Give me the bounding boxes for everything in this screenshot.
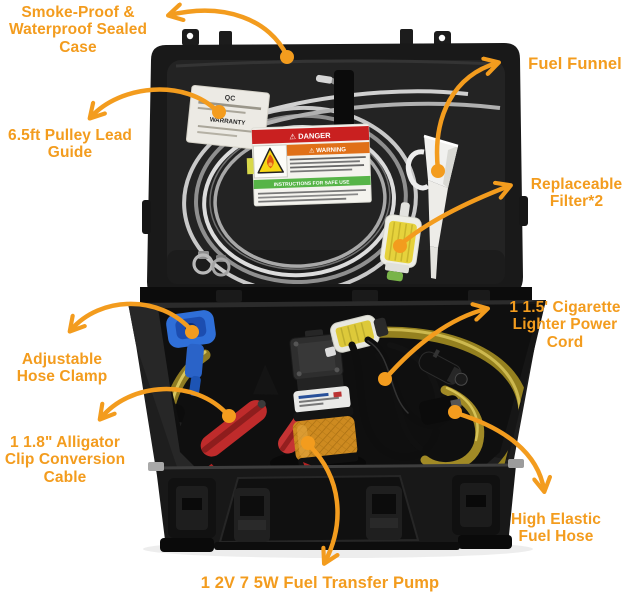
callout-arrow-hose-clamp bbox=[71, 301, 195, 331]
guide-end-strand bbox=[239, 101, 501, 134]
body-cavity bbox=[158, 304, 540, 472]
callout-power-cord: 1 1.5' Cigarette Lighter Power Cord bbox=[509, 299, 621, 351]
callout-sealed-case: Smoke-Proof & Waterproof Sealed Case bbox=[8, 4, 148, 56]
callout-arrow-pulley-guide bbox=[91, 87, 221, 117]
callout-pulley-guide: 6.5ft Pulley Lead Guide bbox=[7, 127, 133, 162]
callout-arrow-power-cord bbox=[383, 309, 486, 381]
callout-arrow-replaceable-filter bbox=[398, 186, 509, 247]
metal-hose-clamps bbox=[192, 251, 231, 277]
power-cord-coil bbox=[348, 336, 456, 461]
callout-fuel-hose: High Elastic Fuel Hose bbox=[511, 511, 601, 546]
hinge-pin-right bbox=[508, 459, 524, 468]
sticker-side-tab bbox=[246, 157, 255, 175]
qc-title: QC bbox=[224, 95, 235, 103]
warning-sticker: ⚠ DANGER ⚠ WARNING INSTRUCTIONS FOR SAFE… bbox=[246, 123, 372, 207]
callout-arrow-sealed-case bbox=[170, 11, 290, 59]
hinge-pin-left bbox=[148, 462, 164, 471]
callout-alligator-cable: 1 1.8" Alligator Clip Conversion Cable bbox=[4, 434, 126, 486]
callout-arrow-transfer-pump bbox=[306, 442, 340, 562]
callout-arrow-fuel-funnel bbox=[434, 63, 497, 173]
callout-hose-clamp: Adjustable Hose Clamp bbox=[16, 351, 108, 386]
fuel-filter-lid bbox=[379, 202, 422, 282]
fuel-transfer-pump-photo bbox=[289, 329, 359, 468]
callout-arrows bbox=[71, 11, 544, 562]
warranty-text: WARRANTY bbox=[209, 116, 246, 127]
callout-arrow-alligator-cable bbox=[101, 386, 231, 418]
callout-fuel-funnel: Fuel Funnel bbox=[528, 55, 622, 73]
cord-connector bbox=[419, 395, 462, 425]
warning-band: ⚠ WARNING bbox=[309, 146, 347, 154]
callout-replaceable-filter: Replaceable Filter*2 bbox=[530, 176, 623, 211]
lid-latch-tabs bbox=[182, 29, 451, 48]
callout-arrow-fuel-hose bbox=[453, 410, 544, 490]
callout-transfer-pump: 1 2V 7 5W Fuel Transfer Pump bbox=[200, 574, 440, 592]
funnel-hook bbox=[405, 149, 430, 191]
fuel-filter-body bbox=[324, 314, 389, 357]
callout-dots bbox=[185, 50, 462, 450]
case-front-latches bbox=[148, 459, 524, 552]
cigarette-plug bbox=[418, 349, 468, 386]
filter-green-tip bbox=[386, 270, 404, 282]
instructions-band: INSTRUCTIONS FOR SAFE USE bbox=[274, 179, 351, 188]
danger-band: ⚠ DANGER bbox=[289, 131, 331, 141]
